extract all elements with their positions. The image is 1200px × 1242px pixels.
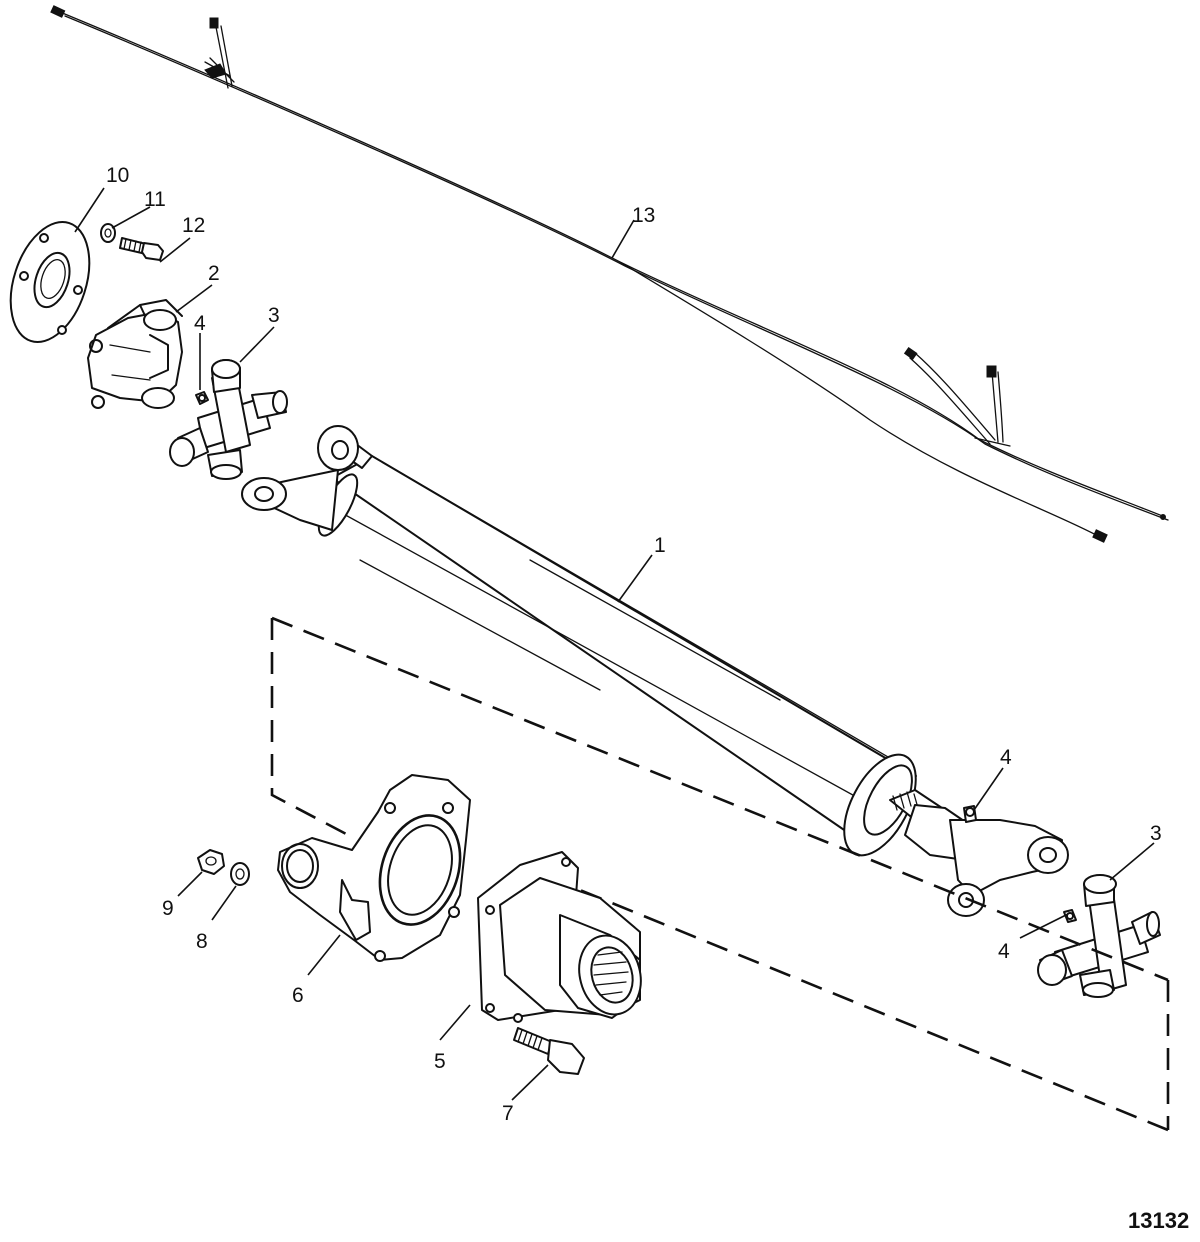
grease-fitting-shaft — [963, 805, 977, 823]
callout-8: 8 — [196, 930, 208, 953]
grease-fitting-lower — [1063, 909, 1077, 923]
callout-6: 6 — [292, 984, 304, 1007]
driveshaft-tube — [241, 425, 1069, 917]
callout-11: 11 — [144, 188, 166, 211]
washer-lower — [230, 862, 250, 886]
leader-lines — [74, 187, 1155, 1101]
bolt-upper — [119, 237, 164, 261]
dashed-assembly-line — [270, 616, 1170, 1132]
callout-10: 10 — [106, 164, 129, 187]
u-joint-cross-lower — [1037, 874, 1161, 998]
callout-3b: 3 — [1150, 822, 1162, 845]
callout-13: 13 — [632, 204, 655, 227]
wiring-harness — [50, 5, 1169, 543]
callout-3a: 3 — [268, 304, 280, 327]
callout-2: 2 — [208, 262, 220, 285]
nut — [197, 849, 225, 875]
callout-12: 12 — [182, 214, 205, 237]
callout-4c: 4 — [998, 940, 1010, 963]
grease-fitting-upper — [195, 391, 209, 405]
u-joint-cross-upper — [169, 359, 288, 480]
callout-7: 7 — [502, 1102, 514, 1125]
drive-coupler — [477, 851, 642, 1023]
callout-1: 1 — [654, 534, 666, 557]
flange-plate — [9, 220, 91, 344]
yoke-upper — [87, 299, 183, 409]
callout-5: 5 — [434, 1050, 446, 1073]
callout-labels: 1 2 3 4 4 3 4 4 5 6 7 8 9 10 11 12 13 13… — [106, 164, 1189, 1233]
callout-4b: 4 — [1000, 746, 1012, 769]
washer-small — [100, 223, 116, 243]
figure-number: 13132 — [1128, 1208, 1189, 1233]
callout-4a: 4 — [194, 312, 206, 335]
bolt-lower — [513, 1027, 585, 1075]
mounting-bracket — [277, 774, 471, 962]
callout-9: 9 — [162, 897, 174, 920]
